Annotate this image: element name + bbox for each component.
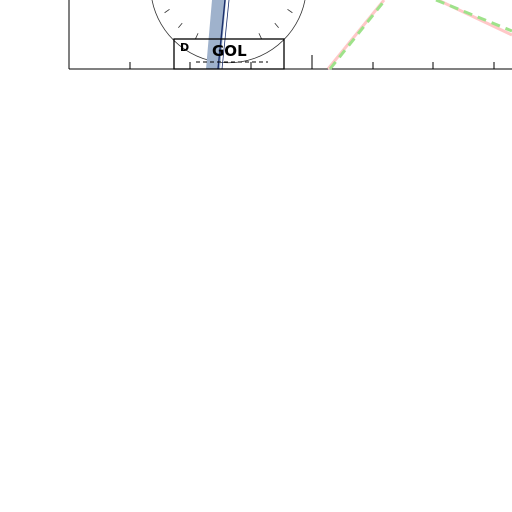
dial-tick xyxy=(274,22,279,29)
dial-needle xyxy=(217,0,226,70)
left-panel: D GOL xyxy=(68,0,313,70)
dial-band xyxy=(206,0,226,69)
dial-ticks xyxy=(164,8,293,39)
dial-needle-secondary xyxy=(221,0,230,70)
right-panel xyxy=(312,0,512,70)
dial-tick xyxy=(164,8,170,14)
series-line-pink-right xyxy=(437,0,512,37)
dial-tick xyxy=(258,33,262,39)
label-box-corner-text: D xyxy=(180,41,189,54)
label-box xyxy=(173,38,285,70)
series-line-pink-left xyxy=(326,0,386,70)
dial-tick xyxy=(287,8,293,14)
label-box-main-text: GOL xyxy=(212,42,247,60)
dial-tick xyxy=(195,33,199,39)
dial-tick xyxy=(178,22,183,29)
series-line-green-right xyxy=(435,0,512,33)
dial-circle xyxy=(151,0,306,64)
